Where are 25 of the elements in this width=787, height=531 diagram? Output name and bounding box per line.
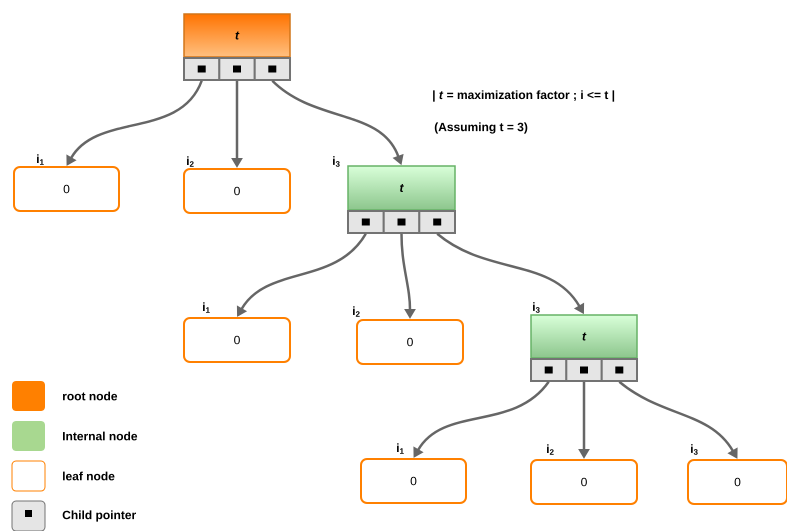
note-text: (Assuming t = 3) (434, 122, 528, 134)
leaf-node-box: 0 (360, 458, 467, 504)
internal-node-box: t (347, 165, 456, 211)
leaf-node-box: 0 (183, 168, 291, 214)
index-label: i$_{1}$ (397, 443, 404, 454)
leaf-node-box: 0 (13, 166, 120, 212)
index-label: i$_{3}$ (333, 156, 340, 167)
legend-label: Internal node (63, 432, 138, 440)
legend-label: Child pointer (62, 510, 136, 522)
leaf-node-box: 0 (530, 459, 638, 505)
internal-node-box: t (530, 314, 638, 359)
legend-label: root node (62, 392, 118, 400)
index-label: i$_{2}$ (547, 444, 554, 455)
index-label: i$_{2}$ (187, 156, 194, 167)
index-label: i$_{2}$ (353, 306, 360, 317)
index-label: i$_{1}$ (203, 302, 210, 313)
leaf-node-box: 0 (687, 459, 787, 505)
root-node-box: t (183, 13, 291, 58)
leaf-node-box: 0 (356, 319, 464, 365)
index-label: i$_{3}$ (691, 444, 698, 455)
note-text: | t = maximization factor ; i <= t | (433, 90, 614, 102)
index-label: i$_{1}$ (37, 154, 44, 165)
leaf-node-box: 0 (183, 317, 291, 363)
legend-label: leaf node (63, 472, 114, 480)
index-label: i$_{3}$ (533, 302, 540, 313)
